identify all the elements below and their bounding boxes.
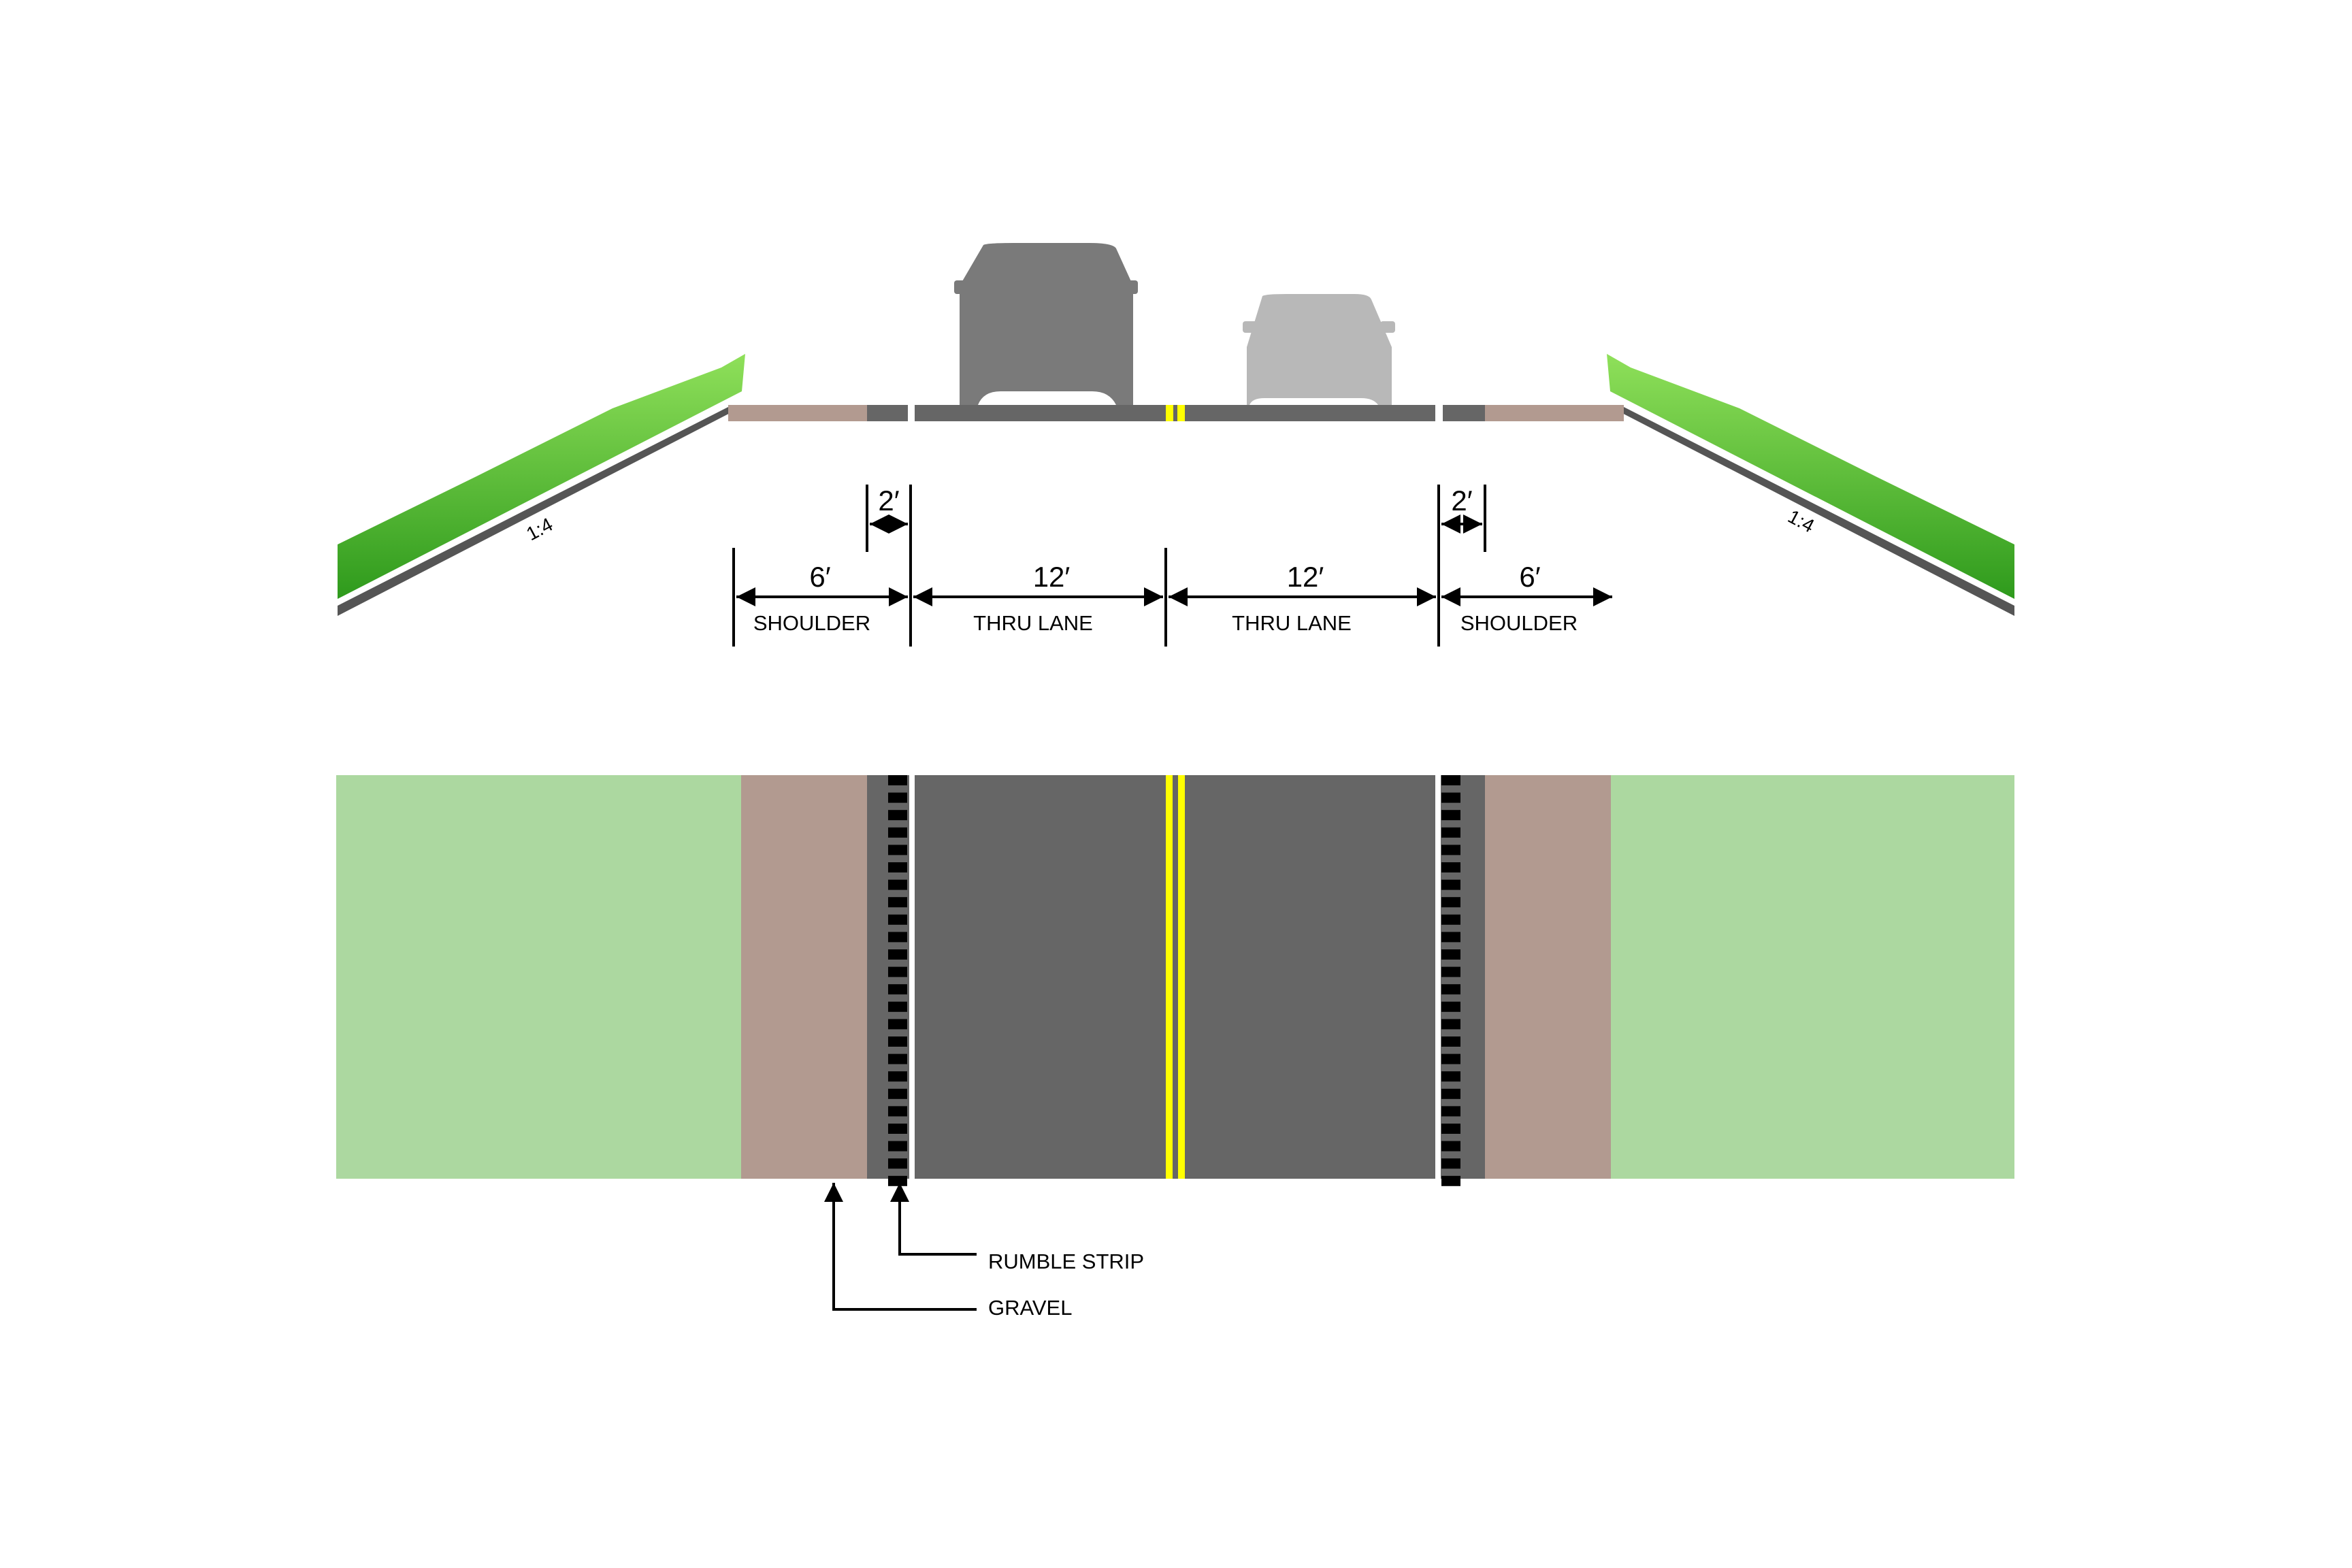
rumble-strip-dash bbox=[1441, 810, 1460, 821]
right-grass bbox=[1611, 775, 2014, 1179]
right-gravel-section bbox=[1485, 405, 1624, 421]
rumble-strip-dash bbox=[888, 966, 907, 977]
rumble-strip-dash bbox=[1441, 1158, 1460, 1169]
rumble-strip-dash bbox=[888, 1036, 907, 1047]
rumble-strip-dash bbox=[888, 1054, 907, 1064]
rumble-strip-dash bbox=[888, 1158, 907, 1169]
rumble-strip-dash bbox=[888, 862, 907, 872]
centerline-gap bbox=[1173, 775, 1178, 1179]
right-slope-ground bbox=[1610, 407, 2014, 616]
left-grass-slope bbox=[338, 354, 745, 599]
rumble-strip-dash bbox=[1441, 966, 1460, 977]
left-grass bbox=[336, 775, 741, 1179]
dimension-lines bbox=[732, 485, 1612, 647]
rumble-strip-dash bbox=[1441, 1054, 1460, 1064]
dimension-label: THRU LANE bbox=[1232, 611, 1352, 635]
rumble-strip-dash bbox=[1441, 897, 1460, 908]
rumble-strip-dash bbox=[888, 792, 907, 803]
dimension-value: 12′ bbox=[1033, 561, 1071, 593]
rumble-strip-dash bbox=[1441, 1071, 1460, 1082]
rumble-strip-dash bbox=[888, 845, 907, 855]
plan-view: RUMBLE STRIP GRAVEL bbox=[336, 775, 2014, 1320]
left-edge-line bbox=[909, 775, 915, 1179]
rumble-strip-dash bbox=[1441, 932, 1460, 943]
rumble-strip-dash bbox=[888, 1175, 907, 1186]
rumble-strip-dash bbox=[1441, 1124, 1460, 1134]
rumble-strip-dash bbox=[888, 932, 907, 943]
rumble-strip-dash bbox=[1441, 984, 1460, 995]
dimension-value: 6′ bbox=[809, 561, 830, 593]
left-paved-shoulder-section bbox=[867, 405, 908, 421]
right-paved-shoulder-section bbox=[1443, 405, 1485, 421]
centerline-yellow-1 bbox=[1166, 775, 1173, 1179]
dimension-label: THRU LANE bbox=[973, 611, 1093, 635]
left-slope-ground bbox=[338, 407, 742, 616]
rumble-strip-dash bbox=[1441, 827, 1460, 838]
lane-section-2 bbox=[1185, 405, 1435, 421]
dimension-value: 12′ bbox=[1287, 561, 1324, 593]
rumble-strip-dash bbox=[888, 984, 907, 995]
rumble-strip-dash bbox=[1441, 1175, 1460, 1186]
rumble-strip-dash bbox=[1441, 862, 1460, 872]
left-gravel bbox=[741, 775, 867, 1179]
gravel-callout: GRAVEL bbox=[988, 1296, 1072, 1320]
dimension-value: 6′ bbox=[1519, 561, 1540, 593]
rumble-strip-dash bbox=[888, 879, 907, 890]
rumble-strip-dash bbox=[888, 1071, 907, 1082]
cross-section: 1:4 1:4 bbox=[338, 243, 2014, 647]
rumble-strip-dash bbox=[888, 775, 907, 785]
callout-leaders bbox=[824, 1183, 977, 1311]
rumble-strip-dash bbox=[1441, 1106, 1460, 1117]
right-grass-slope bbox=[1607, 354, 2014, 599]
rumble-strip-dash bbox=[1441, 1141, 1460, 1152]
rumble-strip-callout: RUMBLE STRIP bbox=[988, 1250, 1144, 1273]
rumble-strip-dash bbox=[1441, 879, 1460, 890]
rumble-strip-dash bbox=[888, 1124, 907, 1134]
rumble-strip-dash bbox=[888, 1001, 907, 1012]
right-rumble-dimension: 2′ bbox=[1451, 485, 1472, 517]
rumble-strip-dash bbox=[888, 1106, 907, 1117]
rumble-strip-dash bbox=[1441, 1036, 1460, 1047]
left-gravel-section bbox=[728, 405, 867, 421]
car-far-icon bbox=[1243, 294, 1395, 405]
dimension-label: SHOULDER bbox=[1460, 611, 1578, 635]
centerline-yellow-2 bbox=[1178, 775, 1185, 1179]
rumble-strip-dash bbox=[1441, 914, 1460, 925]
rumble-strip-dash bbox=[888, 1141, 907, 1152]
rumble-strip-dash bbox=[888, 914, 907, 925]
rumble-strip-dash bbox=[888, 897, 907, 908]
dimension-label: SHOULDER bbox=[753, 611, 870, 635]
left-slope-label: 1:4 bbox=[523, 514, 556, 545]
right-gravel bbox=[1485, 775, 1611, 1179]
lane-1 bbox=[915, 775, 1166, 1179]
rumble-strip-dash bbox=[1441, 792, 1460, 803]
rumble-strip-dash bbox=[888, 1088, 907, 1099]
rumble-strip-dash bbox=[1441, 845, 1460, 855]
lane-2 bbox=[1185, 775, 1435, 1179]
car-near-icon bbox=[954, 243, 1138, 405]
rumble-strip-dash bbox=[1441, 949, 1460, 960]
rumble-strip-dash bbox=[1441, 775, 1460, 785]
left-rumble-dimension: 2′ bbox=[878, 485, 899, 517]
rumble-strip-dash bbox=[1441, 1019, 1460, 1030]
rumble-strip-dash bbox=[888, 949, 907, 960]
rumble-strip-dash bbox=[888, 810, 907, 821]
rumble-strip-dash bbox=[888, 1019, 907, 1030]
rumble-strip-dash bbox=[888, 827, 907, 838]
rumble-strip-dash bbox=[1441, 1088, 1460, 1099]
lane-section-1 bbox=[915, 405, 1166, 421]
right-edge-line bbox=[1435, 775, 1441, 1179]
rumble-strips bbox=[888, 775, 1460, 1186]
rumble-strip-dash bbox=[1441, 1001, 1460, 1012]
centerline-gap bbox=[1173, 405, 1177, 421]
